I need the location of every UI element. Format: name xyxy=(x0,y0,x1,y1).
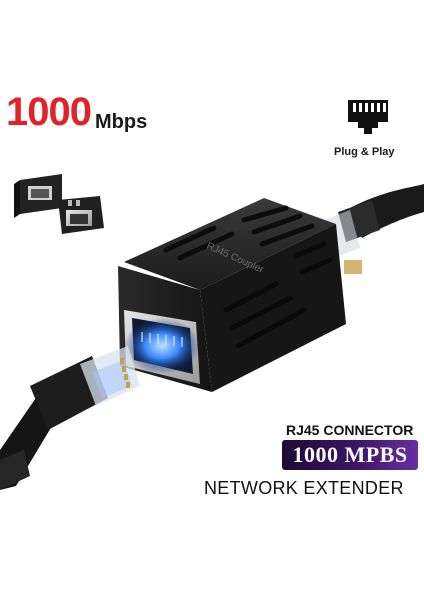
left-cable xyxy=(0,346,140,490)
thumbnail-couplers xyxy=(14,174,104,234)
connector-label: RJ45 CONNECTOR xyxy=(286,422,414,438)
speed-banner-text: 1000 MPBS xyxy=(292,442,408,467)
product-illustration: RJ45 Coupler xyxy=(0,174,424,490)
plug-and-play-label: Plug & Play xyxy=(334,146,395,158)
ethernet-port-icon xyxy=(348,100,388,134)
network-extender-label: NETWORK EXTENDER xyxy=(204,478,404,498)
speed-unit: Mbps xyxy=(95,111,148,133)
speed-value: 1000 xyxy=(6,90,92,134)
speed-banner xyxy=(282,440,418,470)
rj45-coupler xyxy=(118,198,346,392)
